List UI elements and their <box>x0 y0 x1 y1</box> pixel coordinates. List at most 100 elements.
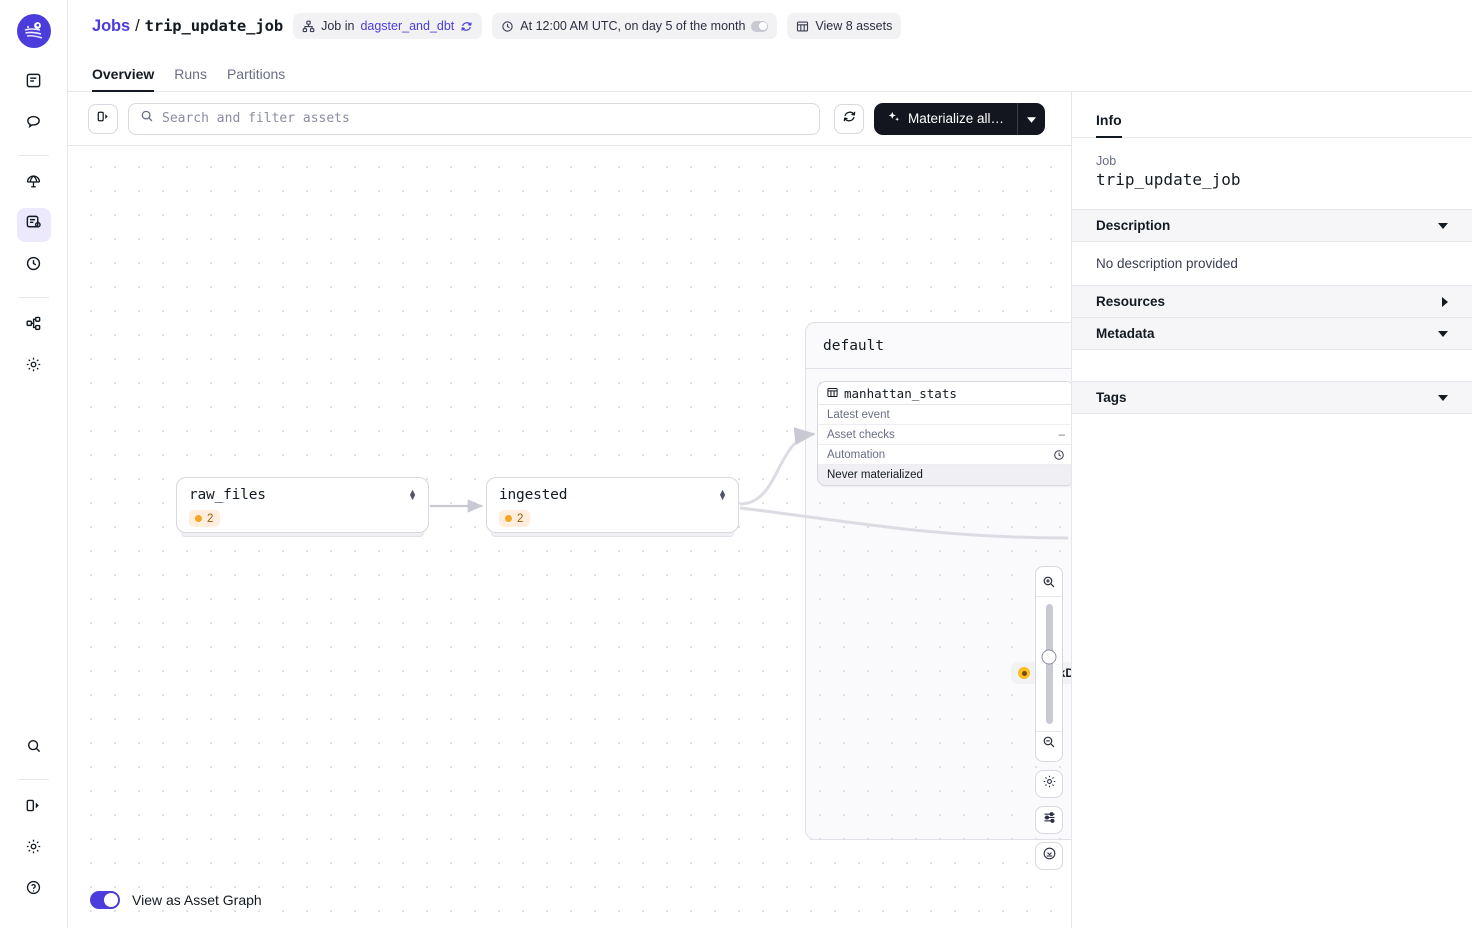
asset-node-stepper[interactable]: ▲ ▼ <box>408 488 417 502</box>
zoom-slider-card <box>1035 566 1063 762</box>
materialize-button-group: Materialize all… <box>874 102 1046 135</box>
row-value: – <box>1058 428 1065 441</box>
row-label: Latest event <box>827 408 890 421</box>
speech-bubble-icon <box>25 113 42 135</box>
asset-node-ingested[interactable]: ingested 2 ▲ ▼ <box>486 477 739 533</box>
sidebar-item-schedules[interactable] <box>17 249 51 283</box>
tab-info[interactable]: Info <box>1096 112 1122 138</box>
global-search-button[interactable] <box>17 731 51 765</box>
partition-badge[interactable]: 2 <box>499 510 531 527</box>
job-graph-icon <box>25 214 42 236</box>
row-label: Automation <box>827 448 886 461</box>
refresh-icon <box>842 109 857 129</box>
zoom-in-button[interactable] <box>1036 572 1062 596</box>
asset-node-stack-shadow <box>181 533 424 537</box>
asset-node-stack-shadow <box>491 533 734 537</box>
user-settings-button[interactable] <box>17 832 51 866</box>
sidebar-item-overview[interactable] <box>17 66 51 100</box>
zoom-divider-top <box>1036 596 1062 597</box>
document-lines-icon <box>25 72 42 94</box>
zoom-out-button[interactable] <box>1036 732 1062 756</box>
chip-job-location[interactable]: Job in dagster_and_dbt <box>293 13 483 39</box>
search-assets-box[interactable] <box>128 102 820 135</box>
row-asset-checks: Asset checks – <box>818 425 1071 445</box>
chip-view-assets[interactable]: View 8 assets <box>787 13 902 39</box>
sidebar-item-runs[interactable] <box>17 107 51 141</box>
search-input[interactable] <box>162 103 808 134</box>
graph-filters-button[interactable] <box>1035 806 1063 834</box>
magnifier-icon <box>26 738 42 759</box>
dagster-logo[interactable] <box>16 14 51 48</box>
zoom-out-icon <box>1042 735 1056 754</box>
job-name: trip_update_job <box>1096 170 1241 189</box>
materialize-all-label: Materialize all… <box>908 111 1005 126</box>
asset-graph-canvas[interactable]: default <box>68 146 1071 928</box>
asset-node-stepper[interactable]: ▲ ▼ <box>718 488 727 502</box>
page-tabs: Overview Runs Partitions <box>68 52 1472 92</box>
view-as-asset-graph-label: View as Asset Graph <box>132 892 262 908</box>
chevron-down-icon <box>1438 222 1448 229</box>
table-icon <box>796 20 809 33</box>
row-label: Asset checks <box>827 428 895 441</box>
chip-job-location-name[interactable]: dagster_and_dbt <box>360 19 455 33</box>
graph-settings-button[interactable] <box>1035 770 1063 798</box>
info-panel-job-block: Job trip_update_job <box>1072 138 1472 210</box>
tab-runs[interactable]: Runs <box>174 66 207 82</box>
search-icon <box>140 109 154 128</box>
tab-overview[interactable]: Overview <box>92 66 155 92</box>
job-label: Job <box>1096 154 1117 168</box>
sidebar-item-jobs[interactable] <box>16 208 51 242</box>
breadcrumb-jobs-link[interactable]: Jobs <box>92 16 131 35</box>
chip-schedule-label: At 12:00 AM UTC, on day 5 of the month <box>520 19 746 33</box>
materialize-all-button[interactable]: Materialize all… <box>874 103 1017 135</box>
partition-count: 2 <box>207 512 214 525</box>
sidebar-item-assets[interactable] <box>17 309 51 343</box>
download-target-icon <box>1042 846 1057 866</box>
sidebar-item-settings[interactable] <box>17 350 51 384</box>
sitemap-icon <box>302 20 315 33</box>
asset-node-header: manhattan_stats <box>818 382 1071 405</box>
view-as-asset-graph-toggle[interactable] <box>90 891 120 909</box>
clock-icon <box>25 255 42 277</box>
sidebar-item-deployment[interactable] <box>17 167 51 201</box>
graph-recenter-button[interactable] <box>1035 842 1063 870</box>
section-metadata-header[interactable]: Metadata <box>1072 318 1472 350</box>
section-title: Metadata <box>1096 326 1155 341</box>
chevron-down-icon: ▼ <box>408 492 417 502</box>
asset-node-manhattan-stats[interactable]: manhattan_stats Latest event Asset check… <box>817 381 1071 486</box>
tab-partitions[interactable]: Partitions <box>226 66 286 82</box>
refresh-button[interactable] <box>834 103 864 134</box>
rail-divider-2 <box>18 297 49 298</box>
zoom-in-icon <box>1042 575 1056 594</box>
asset-node-name: raw_files <box>189 487 266 503</box>
sliders-icon <box>1042 810 1057 830</box>
asset-node-raw-files[interactable]: raw_files 2 ▲ ▼ <box>176 477 429 533</box>
page-title: trip_update_job <box>144 16 284 35</box>
toggle-sidebar-button[interactable] <box>88 103 118 134</box>
chip-schedule[interactable]: At 12:00 AM UTC, on day 5 of the month <box>492 13 778 39</box>
panel-toggle-icon <box>96 110 111 128</box>
automation-clock-icon[interactable] <box>1053 449 1065 461</box>
collapse-nav-button[interactable] <box>17 791 51 825</box>
partition-badge[interactable]: 2 <box>189 510 221 527</box>
info-panel: Info Job trip_update_job Description No … <box>1071 92 1472 928</box>
section-description-header[interactable]: Description <box>1072 210 1472 242</box>
row-latest-event: Latest event <box>818 405 1071 425</box>
gear-icon <box>25 838 42 860</box>
section-title: Resources <box>1096 294 1166 309</box>
zoom-slider-handle[interactable] <box>1041 649 1057 665</box>
asset-graph-column: Materialize all… default <box>68 92 1071 928</box>
section-resources-header[interactable]: Resources <box>1072 286 1472 318</box>
materialize-options-button[interactable] <box>1017 102 1045 135</box>
globe-icon <box>25 173 42 195</box>
reload-icon[interactable] <box>460 20 473 33</box>
section-tags-header[interactable]: Tags <box>1072 382 1472 414</box>
help-button[interactable] <box>17 873 51 907</box>
chevron-down-icon <box>1027 110 1037 128</box>
section-title: Tags <box>1096 390 1127 405</box>
graph-zoom-controls <box>1035 566 1063 870</box>
schedule-toggle[interactable] <box>751 20 769 32</box>
panel-toggle-icon <box>25 798 42 818</box>
zoom-slider[interactable] <box>1041 604 1057 724</box>
content-body: Materialize all… default <box>68 92 1472 928</box>
